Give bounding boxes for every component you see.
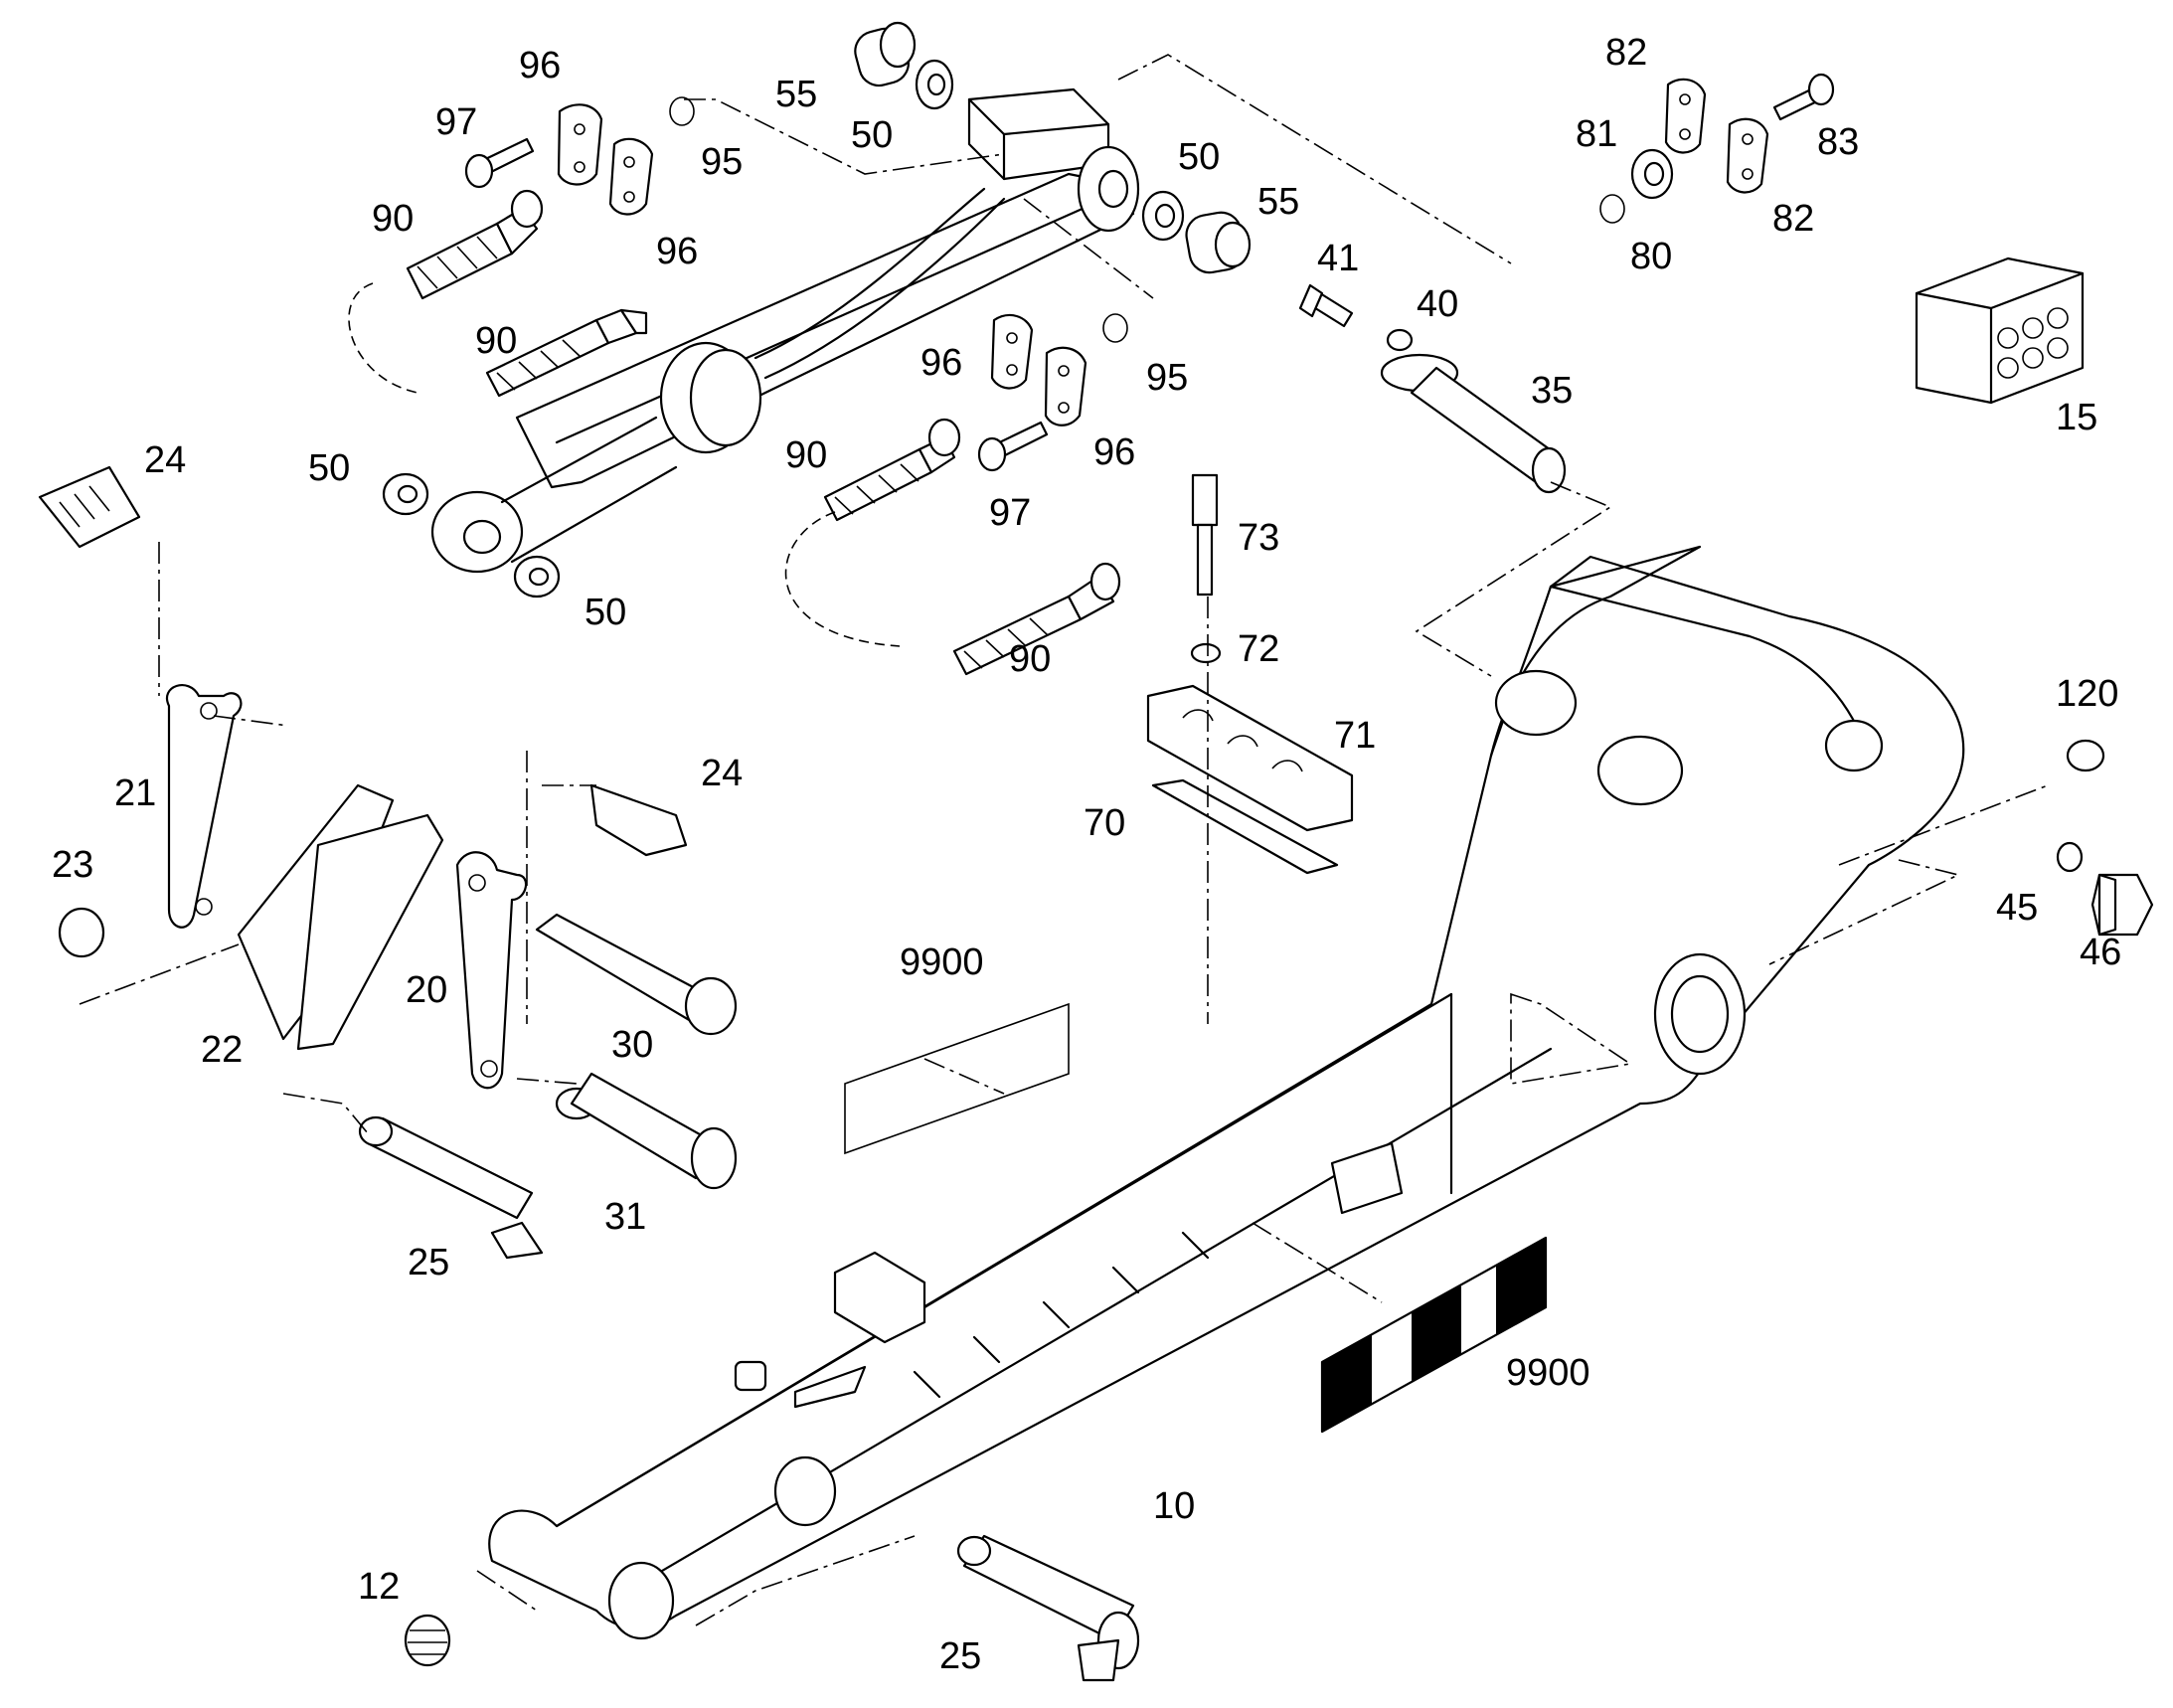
callout-22: 22: [201, 1029, 243, 1071]
callout-73: 73: [1238, 517, 1279, 559]
callout-40: 40: [1417, 283, 1458, 325]
callout-97b: 97: [989, 492, 1031, 534]
callout-90d: 90: [1009, 638, 1051, 680]
callout-90a: 90: [372, 198, 414, 240]
callout-96c: 96: [920, 342, 962, 384]
callout-15: 15: [2056, 397, 2097, 438]
callout-24a: 24: [144, 439, 186, 481]
callout-55a: 55: [775, 74, 817, 115]
bushings-and-washers: [382, 21, 1674, 598]
callout-23: 23: [52, 844, 93, 886]
callout-9900b: 9900: [1506, 1352, 1590, 1394]
hose-clamps: [557, 78, 1769, 427]
callout-83: 83: [1817, 121, 1859, 163]
callout-9900a: 9900: [900, 941, 984, 983]
pin-25-lower: [956, 1534, 1140, 1682]
callout-35: 35: [1531, 370, 1573, 412]
callout-10: 10: [1153, 1485, 1195, 1527]
plug-12: [404, 1614, 451, 1667]
callout-30: 30: [611, 1024, 653, 1066]
callout-72: 72: [1238, 628, 1279, 670]
clamp-71-plate-70: [1146, 684, 1354, 875]
bolt-41-washer-40: [1298, 283, 1414, 352]
callout-25b: 25: [939, 1635, 981, 1677]
assembly-lines: [79, 54, 2049, 1626]
callout-90b: 90: [475, 320, 517, 362]
callout-96d: 96: [1093, 431, 1135, 473]
decal-9900-outline: [844, 1002, 1070, 1155]
callout-82b: 82: [1772, 198, 1814, 240]
cap-120-washer-45-bolt-46: [2056, 739, 2154, 937]
callout-96b: 96: [656, 231, 698, 272]
hydraulic-cylinder: [430, 87, 1140, 574]
callout-50a: 50: [851, 114, 893, 156]
linkage-parts: [38, 465, 738, 1260]
pin-35: [1380, 353, 1567, 494]
decal-9900-warning-stripes: [1320, 1236, 1548, 1434]
callout-24b: 24: [701, 753, 743, 794]
callout-95a: 95: [701, 141, 743, 183]
callout-21: 21: [114, 772, 156, 814]
callout-50c: 50: [308, 447, 350, 489]
callout-50d: 50: [585, 592, 626, 633]
callout-20: 20: [406, 969, 447, 1011]
callout-97a: 97: [435, 101, 477, 143]
callout-41: 41: [1317, 238, 1359, 279]
callout-labels: 96 97 55 50 95 90 96 50 55 82 81 83 80 8…: [52, 32, 2121, 1677]
callout-70: 70: [1084, 802, 1125, 844]
valve-block-15: [1915, 256, 2085, 405]
boom-arm: [488, 545, 1965, 1640]
callout-25a: 25: [408, 1242, 449, 1283]
callout-12: 12: [358, 1566, 400, 1608]
callout-95b: 95: [1146, 357, 1188, 399]
callout-50b: 50: [1178, 136, 1220, 178]
callout-45: 45: [1996, 887, 2038, 929]
hose-fittings: [406, 189, 1121, 676]
callout-71: 71: [1334, 715, 1376, 757]
callout-90c: 90: [785, 434, 827, 476]
callout-81: 81: [1576, 113, 1617, 155]
callout-82a: 82: [1605, 32, 1647, 74]
callout-31: 31: [604, 1196, 646, 1238]
callout-96a: 96: [519, 45, 561, 86]
callout-80: 80: [1630, 236, 1672, 277]
cap-screws: [464, 73, 1835, 472]
callout-120: 120: [2056, 673, 2118, 715]
screw-73-washer-72: [1190, 473, 1222, 664]
callout-55b: 55: [1257, 181, 1299, 223]
callout-46: 46: [2080, 932, 2121, 973]
